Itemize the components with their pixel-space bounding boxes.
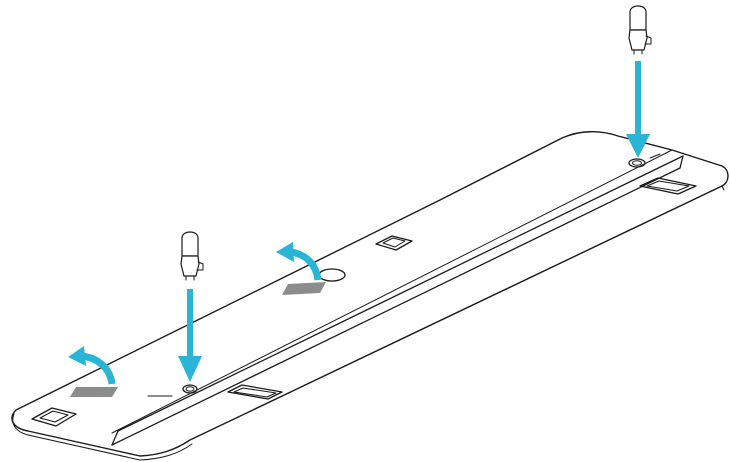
down-arrow-icon [178,289,202,382]
plate-rail [111,149,684,446]
adhesive-pad [70,387,118,397]
slot-front-right [639,177,697,195]
plate-outline [11,131,729,457]
slot-front-left [227,384,283,400]
hole-right [628,153,661,168]
adhesive-pad [282,282,326,295]
plate-edge [12,413,193,461]
mounting-pin [628,5,652,55]
mounting-plate [11,131,729,461]
hole-left [147,384,198,397]
curved-arrow-icon [276,242,322,281]
mounting-pin [180,231,204,281]
curved-arrow-icon [68,346,116,385]
down-arrow-icon [626,61,650,158]
slot-center [375,235,413,251]
slot-left-end [31,407,77,427]
